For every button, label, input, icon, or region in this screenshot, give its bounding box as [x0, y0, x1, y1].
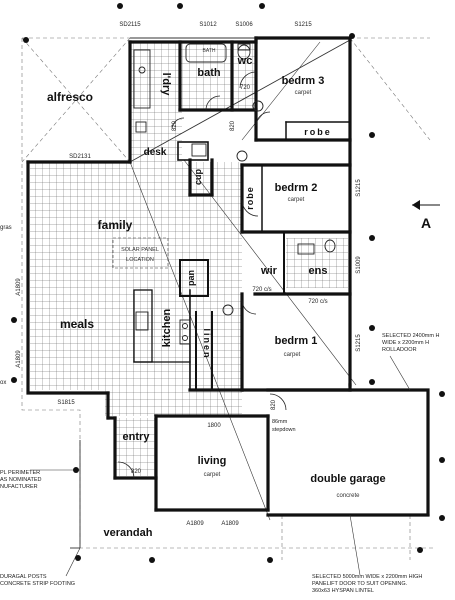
note-rolladoor-2: WIDE x 2200mm H	[382, 340, 429, 346]
label-bedrm1: bedrm 1	[275, 335, 318, 347]
label-bath: bath	[197, 67, 221, 79]
label-meals: meals	[60, 317, 94, 331]
svg-text:A1809: A1809	[16, 350, 22, 368]
fixture-marker	[236, 150, 248, 162]
tiled-floor	[30, 42, 348, 476]
label-bedrm3: bedrm 3	[282, 75, 325, 87]
label-kitchen: kitchen	[161, 308, 173, 347]
note-posts-1: DURAGAL POSTS	[0, 574, 47, 580]
svg-text:S1815: S1815	[57, 400, 75, 406]
label-bedrm3-floor: carpet	[295, 90, 312, 96]
svg-text:820: 820	[131, 469, 142, 475]
room-labels: alfresco bath BATH wc bedrm 3 carpet l'd…	[47, 48, 386, 539]
label-verandah: verandah	[104, 527, 153, 539]
north-arrow-icon: A	[412, 200, 440, 231]
survey-markers	[11, 3, 445, 563]
label-laundry: l'dry	[160, 73, 172, 97]
svg-text:720 c/s: 720 c/s	[308, 299, 327, 305]
label-alfresco: alfresco	[47, 90, 93, 104]
label-entry: entry	[123, 431, 151, 443]
annotations: gras ox SELECTED 2400mm H WIDE x 2200mm …	[0, 225, 439, 594]
svg-text:S1009: S1009	[356, 256, 362, 274]
svg-text:820: 820	[230, 120, 236, 131]
note-panelift-2: PANELIFT DOOR TO SUIT OPENING.	[312, 581, 408, 587]
toilet-ens	[324, 239, 336, 253]
cooktop	[179, 319, 191, 345]
window-codes: SD2115 S1012 S1006 S1215 SD2131 S1215 S1…	[16, 22, 362, 527]
label-living: living	[198, 455, 227, 467]
label-solar-panel-2: LOCATION	[126, 257, 154, 263]
label-cupboard: cup	[193, 169, 203, 186]
label-robe-bed3: robe	[304, 127, 332, 137]
svg-text:gras: gras	[0, 225, 12, 231]
svg-text:S1215: S1215	[294, 22, 312, 28]
svg-text:S1012: S1012	[199, 22, 217, 28]
note-perimeter-3: NUFACTURER	[0, 484, 38, 490]
label-bedrm1-floor: carpet	[284, 352, 301, 358]
label-desk: desk	[144, 147, 167, 158]
note-posts-2: CONCRETE STRIP FOOTING	[0, 581, 75, 587]
label-pantry: pan	[186, 270, 196, 286]
walls	[26, 36, 430, 517]
svg-text:820: 820	[172, 120, 178, 131]
bathtub	[185, 43, 227, 63]
toilet-wc	[237, 44, 251, 60]
label-family: family	[98, 218, 133, 232]
door-swings	[117, 71, 287, 479]
label-double-garage: double garage	[310, 473, 385, 485]
label-bath-fixture: BATH	[203, 48, 216, 54]
svg-text:A1809: A1809	[16, 278, 22, 296]
svg-text:720: 720	[240, 85, 251, 91]
label-wc: wc	[237, 55, 253, 67]
label-robe-bed2: robe	[245, 186, 255, 210]
label-ensuite: ens	[309, 265, 328, 277]
svg-text:A1809: A1809	[186, 521, 204, 527]
sink	[135, 311, 149, 331]
label-bedrm2-floor: carpet	[288, 197, 305, 203]
svg-text:SD2131: SD2131	[69, 154, 91, 160]
note-perimeter-2: AS NOMINATED	[0, 477, 41, 483]
vanity	[297, 243, 315, 255]
label-garage-floor: concrete	[336, 493, 360, 499]
north-label: A	[421, 215, 431, 231]
fixtures	[133, 43, 336, 345]
svg-text:820: 820	[271, 399, 277, 410]
label-stepdown-1: 86mm	[272, 419, 288, 425]
label-solar-panel-1: SOLAR PANEL	[121, 247, 159, 253]
svg-text:ox: ox	[0, 380, 6, 386]
svg-text:A1809: A1809	[221, 521, 239, 527]
note-rolladoor-3: ROLLADOOR	[382, 347, 417, 353]
svg-text:S1215: S1215	[356, 334, 362, 352]
svg-text:S1215: S1215	[356, 179, 362, 197]
note-panelift-3: 360x63 HYSPAN LINTEL	[312, 588, 374, 594]
label-living-floor: carpet	[204, 472, 221, 478]
label-wir: wir	[260, 265, 278, 277]
note-perimeter-1: PL PERIMETER	[0, 470, 40, 476]
label-bedrm2: bedrm 2	[275, 182, 318, 194]
svg-text:S1006: S1006	[235, 22, 253, 28]
laundry-bench	[133, 49, 151, 109]
label-stepdown-2: stepdown	[272, 427, 296, 433]
note-rolladoor-1: SELECTED 2400mm H	[382, 333, 439, 339]
note-panelift-1: SELECTED 5000mm WIDE x 2200mm HIGH	[312, 574, 422, 580]
svg-text:SD2115: SD2115	[119, 22, 141, 28]
svg-text:1800: 1800	[207, 423, 221, 429]
svg-text:720 c/s: 720 c/s	[252, 287, 271, 293]
label-linen: linen	[202, 328, 212, 359]
